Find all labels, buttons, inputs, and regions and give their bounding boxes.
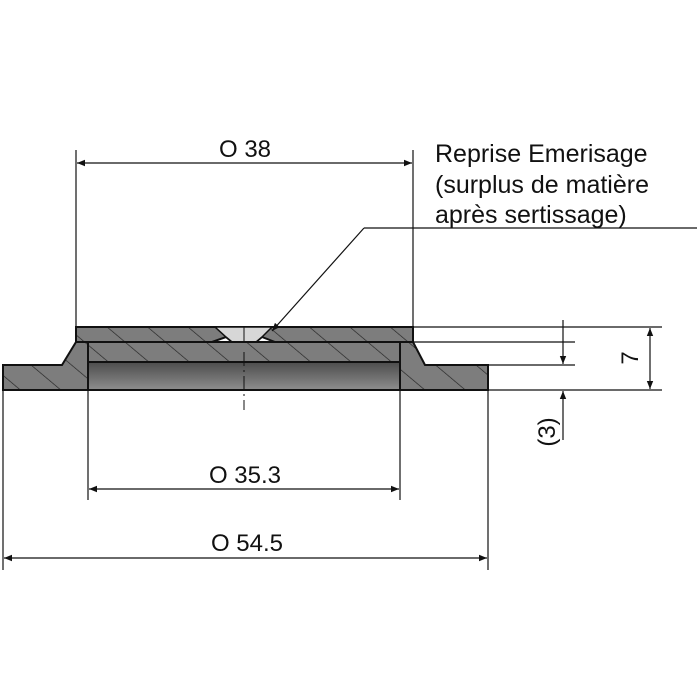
dim-outer-diameter: O 54.5 xyxy=(2,390,489,570)
annotation: Reprise Emerisage (surplus de matière ap… xyxy=(271,140,697,332)
dim-heights: 7 (3) xyxy=(413,320,662,447)
dim-outer-diameter-label: O 54.5 xyxy=(211,530,283,557)
section-view xyxy=(2,326,489,410)
dim-base-height-label: (3) xyxy=(534,417,561,446)
dim-inner-diameter-label: O 35.3 xyxy=(209,462,281,489)
left-flange xyxy=(2,341,89,391)
dim-top-diameter: O 38 xyxy=(75,136,414,327)
dim-inner-diameter: O 35.3 xyxy=(87,390,401,500)
dim-top-diameter-label: O 38 xyxy=(219,136,271,163)
annotation-line-3: après sertissage) xyxy=(435,201,627,229)
right-flange xyxy=(399,341,489,391)
dim-total-height-label: 7 xyxy=(617,351,644,364)
annotation-line-1: Reprise Emerisage xyxy=(435,140,648,168)
annotation-line-2: (surplus de matière xyxy=(435,171,649,199)
